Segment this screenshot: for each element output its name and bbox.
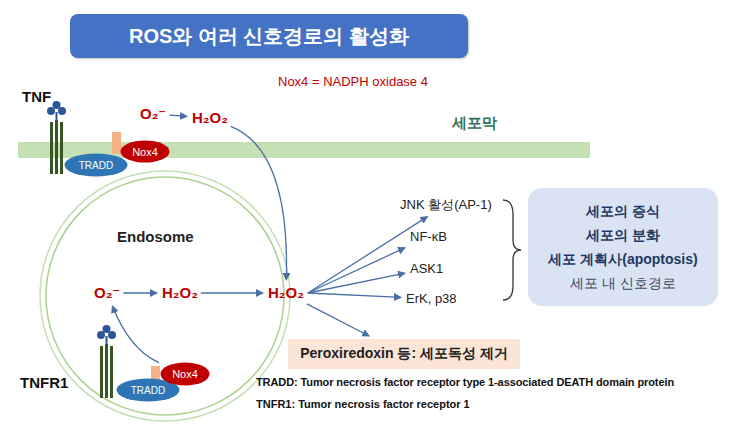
detox-text: Peroxiredoxin 등: 세포독성 제거 [300, 345, 508, 363]
ellipse-fill [121, 141, 170, 163]
superoxide: O₂⁻ [138, 104, 168, 124]
endosome-ring [40, 171, 290, 421]
node-text: JNK 활성(AP-1) [400, 197, 492, 212]
node-text: TRADD [131, 385, 165, 396]
hydrogen-peroxide: H₂O₂ [160, 283, 200, 303]
detox-box: Peroxiredoxin 등: 세포독성 제거 [288, 339, 520, 369]
arrow-connector [308, 248, 405, 293]
node-text: TRADD [79, 160, 113, 171]
arrow-connector [308, 273, 405, 293]
node-text: NF-κB [410, 229, 447, 244]
node-text: ASK1 [410, 261, 443, 276]
tradd-protein: TRADD [64, 153, 128, 177]
node-text: Nox4 [132, 146, 158, 158]
bracket [503, 200, 521, 300]
receptor-top [47, 101, 121, 174]
outcome-line: 세포의 분화 [586, 223, 660, 247]
arrow-connector [308, 217, 428, 293]
pathway-item: ErK, p38 [404, 290, 459, 308]
arrow-connector [123, 292, 157, 293]
outcome-box: 세포의 증식세포의 분화세포 계획사(apoptosis)세포 내 신호경로 [528, 188, 718, 306]
footnote: TRADD: Tumor necrosis factor receptor ty… [256, 376, 674, 388]
ligand-name: TNF [22, 88, 51, 105]
ellipse-fill [161, 363, 210, 386]
abbreviation-note: Nox4 = NADPH oxidase 4 [278, 74, 428, 89]
hydrogen-peroxide: H₂O₂ [266, 283, 306, 303]
cell-membrane: 세포막 [18, 112, 590, 158]
membrane-label: 세포막 [452, 114, 497, 133]
hydrogen-peroxide: H₂O₂ [190, 108, 230, 128]
node-text: O₂⁻ [94, 284, 120, 301]
endosome-label: Endosome [117, 228, 194, 245]
superoxide: O₂⁻ [92, 283, 122, 303]
outcome-line: 세포 계획사(apoptosis) [548, 247, 697, 271]
arrow-connector [307, 304, 369, 336]
node-text: ErK, p38 [406, 291, 457, 306]
title-text: ROS와 여러 신호경로의 활성화 [129, 23, 409, 50]
arrow-connector [112, 306, 159, 363]
node-text: H₂O₂ [268, 284, 304, 301]
title-banner: ROS와 여러 신호경로의 활성화 [70, 14, 468, 58]
footnote: TNFR1: Tumor necrosis factor receptor 1 [256, 398, 470, 410]
outcome-line: 세포의 증식 [586, 199, 660, 223]
nox4-enzyme: Nox4 [120, 140, 170, 163]
receptor-name: TNFR1 [20, 374, 68, 391]
pathway-item: JNK 활성(AP-1) [398, 196, 494, 214]
pathway-item: ASK1 [408, 260, 445, 278]
outcome-line: 세포 내 신호경로 [570, 271, 676, 295]
arrow-connector [169, 115, 187, 116]
pathway-item: NF-κB [408, 228, 449, 246]
nox4-enzyme: Nox4 [160, 362, 210, 386]
endosome-ring [46, 177, 284, 415]
arrow-connector [308, 293, 401, 297]
node-text: H₂O₂ [192, 109, 228, 126]
node-text: Nox4 [172, 368, 198, 380]
ellipse-fill [65, 154, 128, 177]
node-text: H₂O₂ [162, 284, 198, 301]
node-text: O₂⁻ [140, 105, 166, 122]
arrow-connector [201, 292, 263, 293]
